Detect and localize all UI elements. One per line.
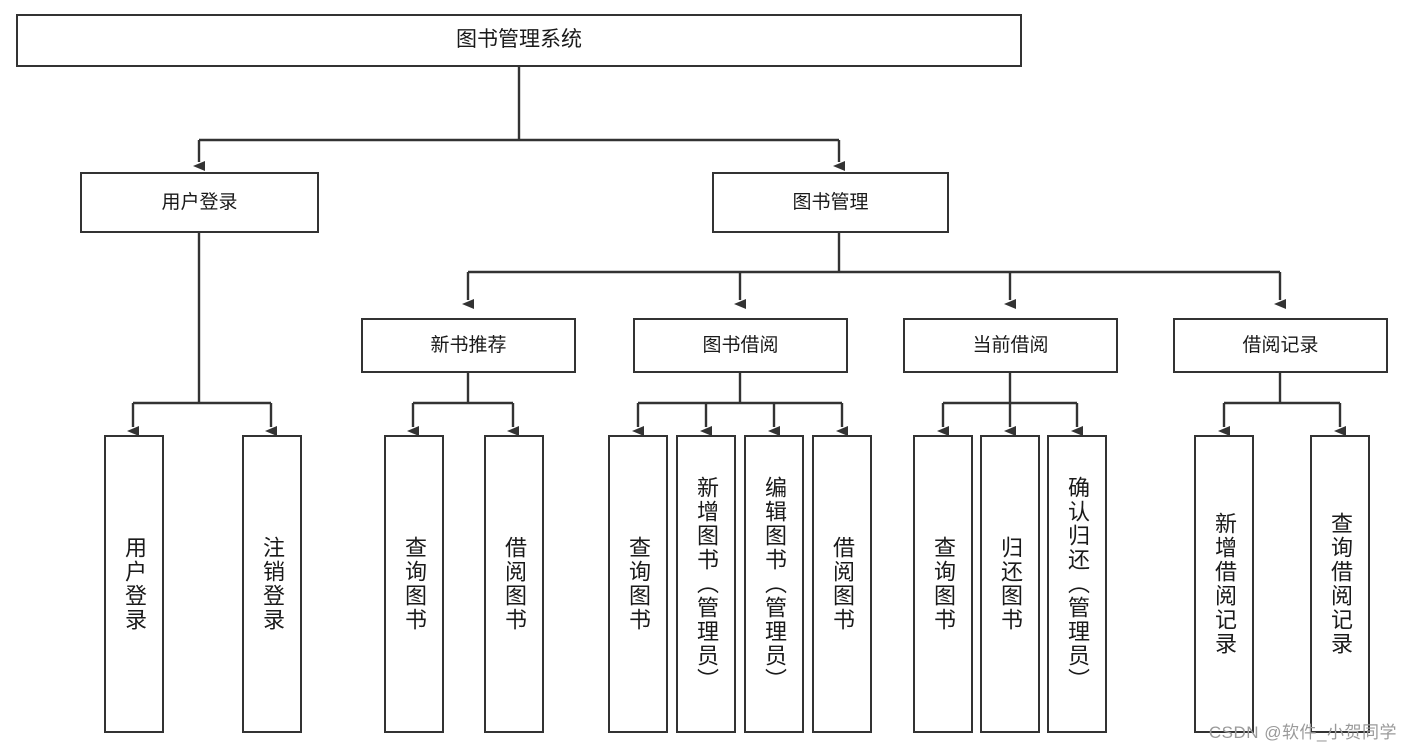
leaf-borrow-record-add[interactable]: 新增借阅记录 [1194, 435, 1254, 733]
leaf-current-borrow-confirm[interactable]: 确认归还（管理员） [1047, 435, 1107, 733]
node-book-borrow[interactable]: 图书借阅 [633, 318, 848, 373]
leaf-book-borrow-borrow[interactable]: 借阅图书 [812, 435, 872, 733]
leaf-current-borrow-confirm-label: 确认归还（管理员） [1065, 476, 1090, 692]
node-book-manage[interactable]: 图书管理 [712, 172, 949, 233]
leaf-borrow-record-query-label: 查询借阅记录 [1328, 512, 1353, 656]
leaf-current-borrow-query[interactable]: 查询图书 [913, 435, 973, 733]
node-book-manage-label: 图书管理 [792, 191, 869, 213]
leaf-book-borrow-edit[interactable]: 编辑图书（管理员） [744, 435, 804, 733]
node-root-system-label: 图书管理系统 [456, 28, 582, 52]
leaf-new-book-query[interactable]: 查询图书 [384, 435, 444, 733]
node-borrow-record-label: 借阅记录 [1242, 334, 1319, 356]
leaf-book-borrow-query-label: 查询图书 [626, 536, 651, 632]
leaf-user-login-logout-label: 注销登录 [260, 536, 285, 632]
leaf-current-borrow-query-label: 查询图书 [931, 536, 956, 632]
leaf-current-borrow-return-label: 归还图书 [998, 536, 1023, 632]
leaf-book-borrow-add[interactable]: 新增图书（管理员） [676, 435, 736, 733]
leaf-borrow-record-query[interactable]: 查询借阅记录 [1310, 435, 1370, 733]
node-book-borrow-label: 图书借阅 [702, 334, 779, 356]
leaf-book-borrow-add-label: 新增图书（管理员） [694, 476, 719, 692]
leaf-new-book-query-label: 查询图书 [402, 536, 427, 632]
node-new-book-recommend-label: 新书推荐 [430, 334, 507, 356]
node-user-login-label: 用户登录 [161, 191, 238, 213]
leaf-new-book-borrow-label: 借阅图书 [502, 536, 527, 632]
watermark-text: CSDN @软件_小贺同学 [1208, 723, 1397, 742]
node-borrow-record[interactable]: 借阅记录 [1173, 318, 1388, 373]
leaf-borrow-record-add-label: 新增借阅记录 [1212, 512, 1237, 656]
leaf-book-borrow-edit-label: 编辑图书（管理员） [762, 476, 787, 692]
leaf-book-borrow-query[interactable]: 查询图书 [608, 435, 668, 733]
leaf-new-book-borrow[interactable]: 借阅图书 [484, 435, 544, 733]
node-user-login[interactable]: 用户登录 [80, 172, 319, 233]
leaf-current-borrow-return[interactable]: 归还图书 [980, 435, 1040, 733]
leaf-user-login-login[interactable]: 用户登录 [104, 435, 164, 733]
node-root-system[interactable]: 图书管理系统 [16, 14, 1022, 67]
leaf-book-borrow-borrow-label: 借阅图书 [830, 536, 855, 632]
node-current-borrow-label: 当前借阅 [972, 334, 1049, 356]
leaf-user-login-logout[interactable]: 注销登录 [242, 435, 302, 733]
node-current-borrow[interactable]: 当前借阅 [903, 318, 1118, 373]
node-new-book-recommend[interactable]: 新书推荐 [361, 318, 576, 373]
leaf-user-login-login-label: 用户登录 [122, 536, 147, 632]
